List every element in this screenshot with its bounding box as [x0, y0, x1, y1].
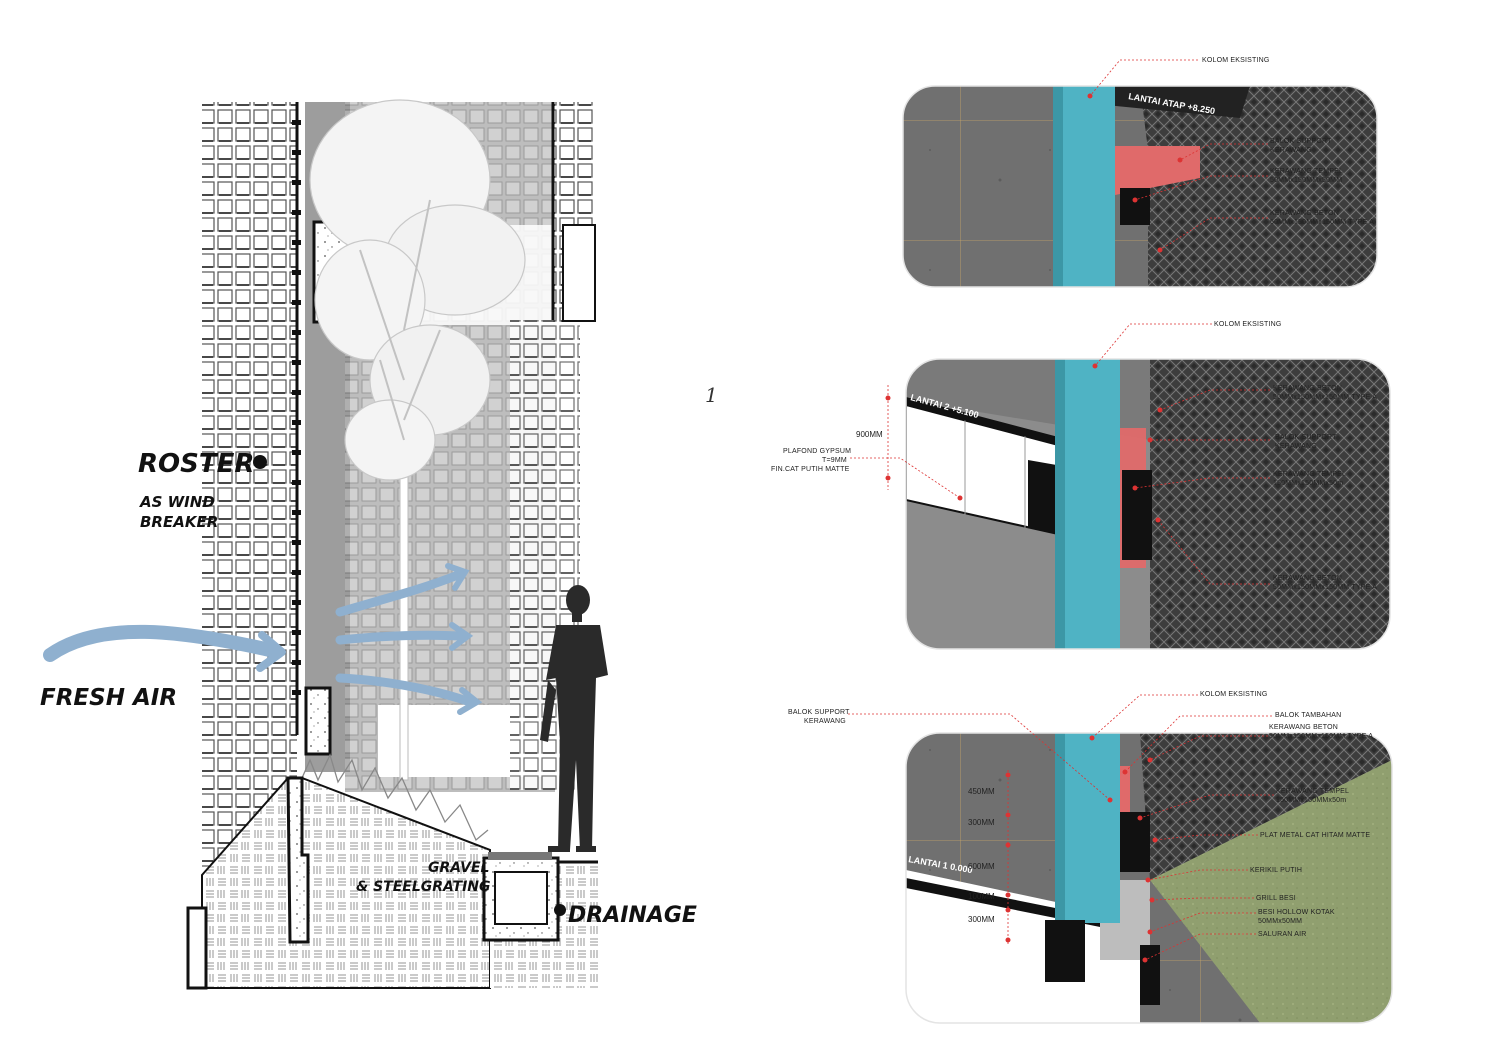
dim-600: 600MM — [968, 862, 995, 871]
callout-kolom-bot: KOLOM EKSISTING — [1200, 691, 1268, 698]
callout-beton-bot-2: 50MMx150MMx150MM TYPE A — [1269, 733, 1373, 740]
callout-hollow-bot-2: 50MMx50MM — [1258, 918, 1302, 925]
callout-tempel-mid-1: KERAWANG TEMPEL — [1273, 471, 1346, 478]
balok-callout-2: KERAWANG — [804, 718, 846, 725]
rail-bolts — [292, 120, 301, 695]
footing-left — [186, 906, 208, 990]
callout-beton2-mid-1: KERAWANG BETON — [1273, 575, 1342, 582]
gypsum-callout-1: PLAFOND GYPSUM — [783, 448, 851, 455]
leaders-mid — [1092, 323, 1270, 585]
gravel-label-1: GRAVEL — [428, 860, 489, 876]
callout-grill-bot: GRILL BESI — [1256, 895, 1296, 902]
column — [1055, 359, 1120, 649]
person-silhouette — [540, 585, 608, 852]
column — [1053, 86, 1115, 287]
roster-marker — [253, 455, 267, 469]
callout-tempel-bot-2: 150MMx150MMx50m — [1276, 797, 1346, 804]
roster-wall — [202, 102, 297, 872]
callout-balok-top-2: KERAWANG — [1270, 147, 1312, 154]
wall-section-drawing: ROSTER AS WIND BREAKER FRESH AIR GRAVEL … — [40, 99, 697, 990]
callout-beton-bot-1: KERAWANG BETON — [1269, 724, 1338, 731]
dim-300-b: 300MM — [968, 915, 995, 924]
dim-300-a: 300MM — [968, 818, 995, 827]
callout-beton-top-2: 50MMx150MMx150MM TYPE A — [1270, 219, 1374, 226]
detail-floor-2: LANTAI 2 +5.100 900MM PLAFOND GYPSUM T=9… — [771, 321, 1391, 650]
callout-balok-top-1: BALOK SUPPORT — [1270, 138, 1332, 145]
fresh-air-arrows — [43, 563, 483, 715]
callout-beton1-mid-2: 50MMx150MMx150MM TYPE A — [1273, 394, 1377, 401]
grass-tufts — [301, 753, 489, 842]
callout-tempel-bot-1: KERAWANG TEMPEL — [1276, 788, 1349, 795]
sheet-number: 1 — [705, 383, 718, 407]
roster-label: ROSTER — [138, 449, 254, 479]
detail-roof: LANTAI ATAP +8.250 KOLOM EKSISTING BALOK… — [902, 57, 1378, 288]
drainage-label: DRAINAGE — [568, 903, 697, 928]
drainage-channel — [482, 852, 560, 942]
fresh-air-label: FRESH AIR — [40, 685, 177, 711]
callout-tempel-top-1: KERAWANG TEMPEL — [1270, 168, 1343, 175]
tree — [309, 99, 526, 781]
callout-balok-mid-1: BALOK SUPPORT — [1275, 434, 1337, 441]
leaders-bot — [1089, 694, 1274, 963]
gypsum-callout-2: T=9MM — [822, 457, 847, 464]
gravel-label-2: & STEELGRATING — [356, 879, 491, 895]
callout-kolom-mid: KOLOM EKSISTING — [1214, 321, 1282, 328]
callout-tempel-top-2: 50MMx150MMx50MM — [1270, 177, 1342, 184]
callout-hollow-bot-1: BESI HOLLOW KOTAK — [1258, 909, 1335, 916]
drainage-marker — [554, 904, 566, 916]
callout-beton2-mid-2: 50MMx150MMx150MM TYPE A — [1273, 584, 1377, 591]
callout-balok-mid-2: KERAWANG — [1275, 443, 1317, 450]
callout-beton-top-1: KERAWANG BETON — [1270, 210, 1339, 217]
dim-900: 900MM — [856, 430, 883, 439]
callout-tempel-mid-2: 150MMx150MMx50m — [1273, 480, 1343, 487]
detail-floor-1: LANTAI 1 0.000 450MM 300MM 600MM 100MM 3… — [788, 691, 1393, 1024]
callout-kerikil-bot: KERIKIL PUTIH — [1250, 867, 1302, 874]
beam-section-lower — [304, 686, 332, 756]
footing-wall — [286, 776, 310, 944]
leaders-top — [1087, 59, 1268, 253]
callout-plat-bot: PLAT METAL CAT HITAM MATTE — [1260, 832, 1370, 839]
callout-kolom-top: KOLOM EKSISTING — [1202, 57, 1270, 64]
dim-100: 100MM — [968, 892, 995, 901]
wind-breaker-label-1: AS WIND — [139, 493, 215, 511]
callout-tambahan-bot: BALOK TAMBAHAN — [1275, 712, 1341, 719]
wind-breaker-label-2: BREAKER — [140, 513, 218, 531]
gypsum-callout-3: FIN.CAT PUTIH MATTE — [771, 466, 850, 473]
balok-callout-1: BALOK SUPPORT — [788, 709, 850, 716]
dim-450: 450MM — [968, 787, 995, 796]
callout-saluran-bot: SALURAN AIR — [1258, 931, 1307, 938]
column — [1055, 733, 1120, 923]
callout-beton1-mid-1: KERAWANG BETON — [1273, 385, 1342, 392]
